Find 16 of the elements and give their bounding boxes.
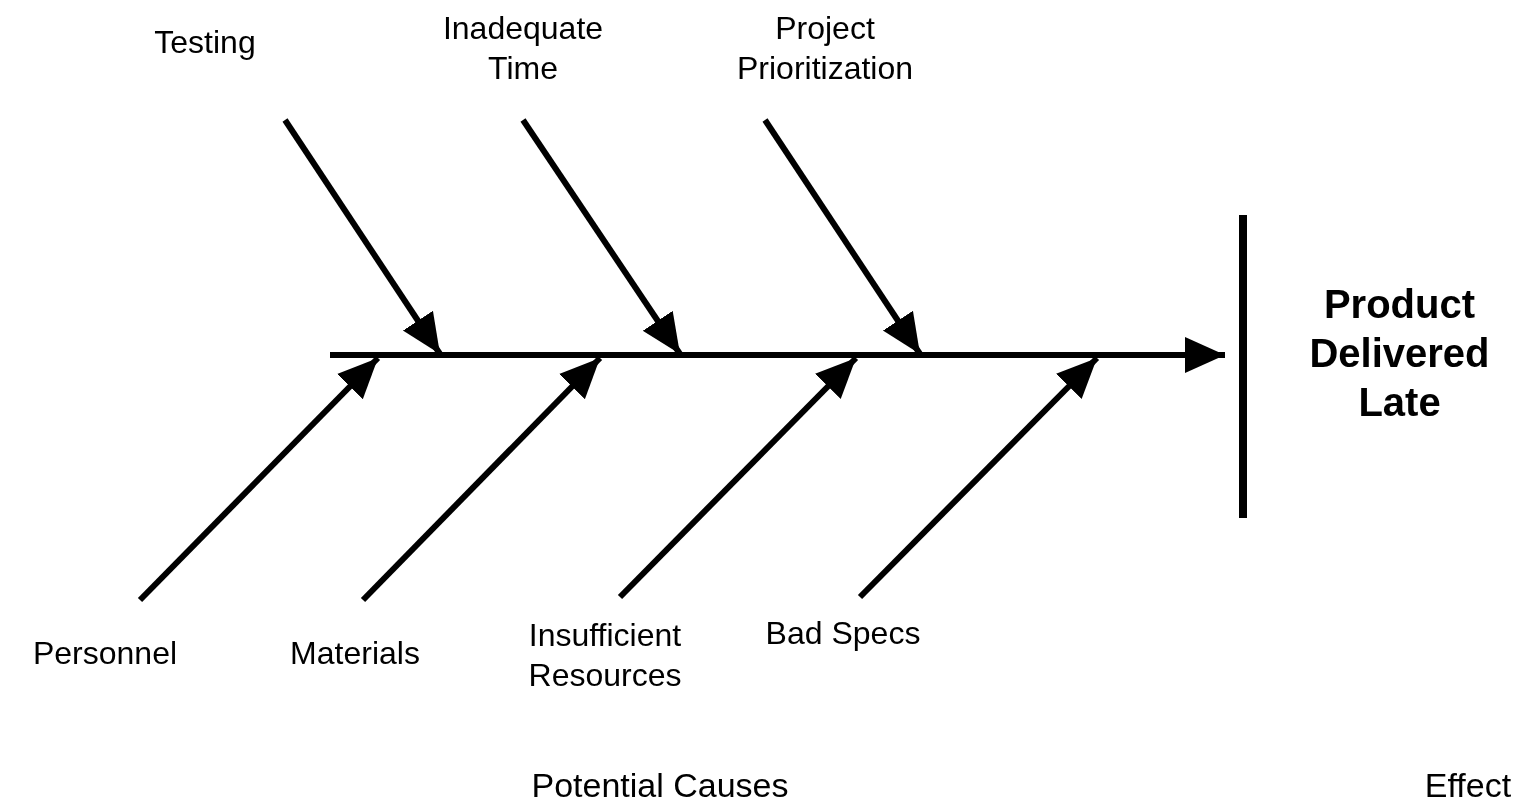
section-label: Potential Causes bbox=[531, 765, 789, 802]
arrow bbox=[360, 355, 603, 603]
cause-label: Bad Specs bbox=[733, 613, 953, 653]
section-label: Effect bbox=[1424, 765, 1512, 802]
arrow bbox=[617, 355, 859, 600]
cause-label: Testing bbox=[125, 22, 285, 62]
cause-label: Inadequate Time bbox=[408, 8, 638, 88]
cause-label: Personnel bbox=[5, 633, 205, 673]
effect-text: Product Delivered Late bbox=[1308, 281, 1491, 426]
effect-bar bbox=[1239, 215, 1247, 518]
cause-label: Materials bbox=[260, 633, 450, 673]
cause-label: Insufficient Resources bbox=[495, 615, 715, 695]
arrow bbox=[857, 355, 1100, 600]
arrow bbox=[137, 355, 381, 603]
arrow bbox=[330, 337, 1225, 373]
cause-label: Project Prioritization bbox=[695, 8, 955, 88]
